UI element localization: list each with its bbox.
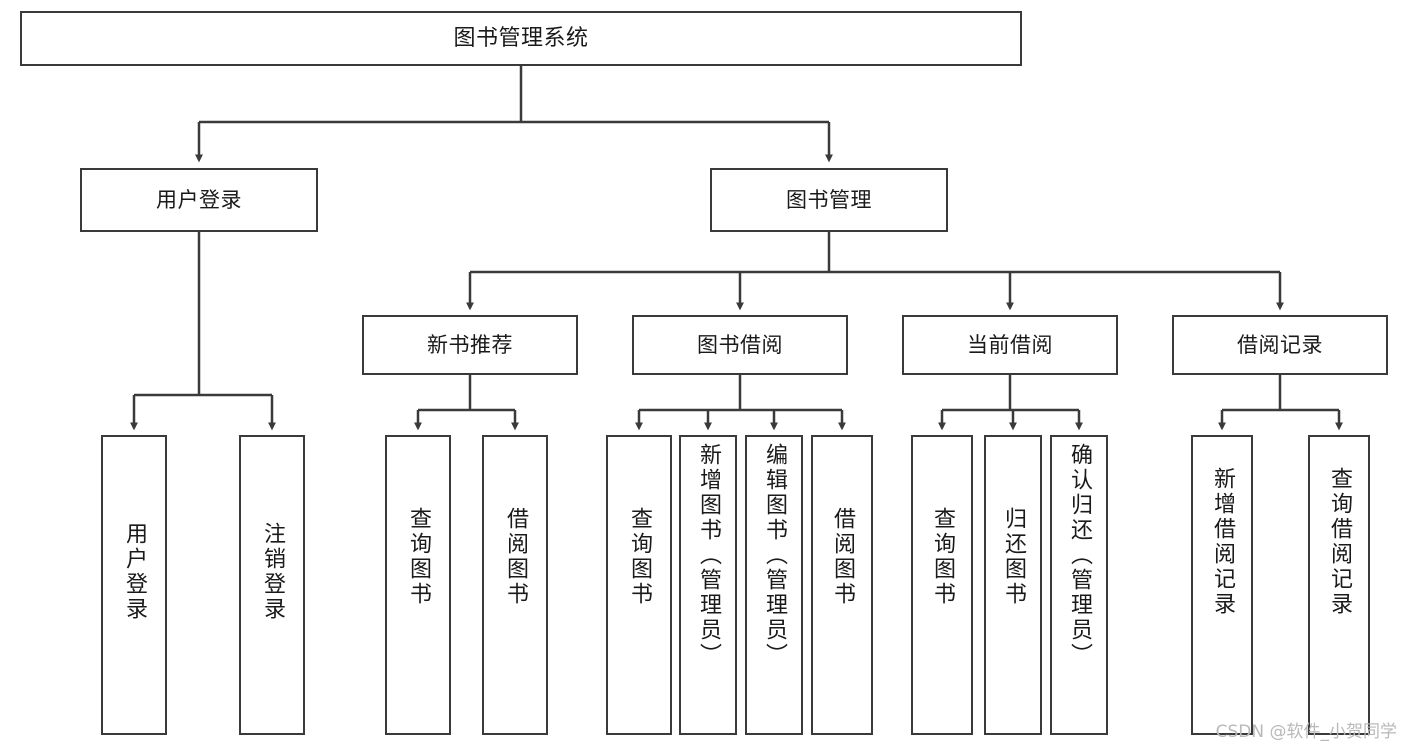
node-borrow-record[interactable]: 借阅记录 (1172, 315, 1388, 375)
node-book-borrow[interactable]: 图书借阅 (632, 315, 848, 375)
node-leaf-query-book[interactable]: 查询图书 (606, 435, 672, 735)
node-book-manage-label: 图书管理 (786, 187, 872, 212)
node-user-login[interactable]: 用户登录 (80, 168, 318, 232)
node-new-book-rec-label: 新书推荐 (427, 332, 513, 357)
node-leaf-query-book-rec[interactable]: 查询图书 (385, 435, 451, 735)
node-borrow-record-label: 借阅记录 (1237, 332, 1323, 357)
node-leaf-query-record-label: 查询借阅记录 (1327, 467, 1352, 617)
node-root-label: 图书管理系统 (453, 25, 589, 51)
node-leaf-edit-book-label: 编辑图书（管理员） (762, 443, 787, 668)
node-leaf-add-record-label: 新增借阅记录 (1210, 467, 1235, 617)
node-leaf-borrow-book[interactable]: 借阅图书 (811, 435, 873, 735)
node-leaf-query-book-cur-label: 查询图书 (930, 507, 955, 607)
node-book-manage[interactable]: 图书管理 (710, 168, 948, 232)
node-leaf-query-book-cur[interactable]: 查询图书 (911, 435, 973, 735)
node-book-borrow-label: 图书借阅 (697, 332, 783, 357)
node-leaf-logout[interactable]: 注销登录 (239, 435, 305, 735)
node-leaf-query-book-label: 查询图书 (627, 507, 652, 607)
node-leaf-confirm-return[interactable]: 确认归还（管理员） (1050, 435, 1108, 735)
node-leaf-logout-label: 注销登录 (260, 522, 285, 622)
node-leaf-add-book[interactable]: 新增图书（管理员） (679, 435, 737, 735)
node-leaf-query-book-rec-label: 查询图书 (406, 507, 431, 607)
node-leaf-user-login-label: 用户登录 (122, 522, 147, 622)
node-user-login-label: 用户登录 (156, 187, 242, 212)
node-leaf-user-login[interactable]: 用户登录 (101, 435, 167, 735)
node-leaf-query-record[interactable]: 查询借阅记录 (1308, 435, 1370, 735)
node-leaf-borrow-book-label: 借阅图书 (830, 507, 855, 607)
node-current-borrow[interactable]: 当前借阅 (902, 315, 1118, 375)
node-leaf-borrow-book-rec-label: 借阅图书 (503, 507, 528, 607)
node-current-borrow-label: 当前借阅 (967, 332, 1053, 357)
node-leaf-borrow-book-rec[interactable]: 借阅图书 (482, 435, 548, 735)
node-leaf-return-book-label: 归还图书 (1001, 507, 1026, 607)
node-leaf-edit-book[interactable]: 编辑图书（管理员） (745, 435, 803, 735)
node-leaf-add-book-label: 新增图书（管理员） (696, 443, 721, 668)
node-new-book-rec[interactable]: 新书推荐 (362, 315, 578, 375)
node-leaf-add-record[interactable]: 新增借阅记录 (1191, 435, 1253, 735)
node-leaf-confirm-return-label: 确认归还（管理员） (1067, 443, 1092, 668)
node-leaf-return-book[interactable]: 归还图书 (984, 435, 1042, 735)
node-root[interactable]: 图书管理系统 (20, 11, 1022, 66)
